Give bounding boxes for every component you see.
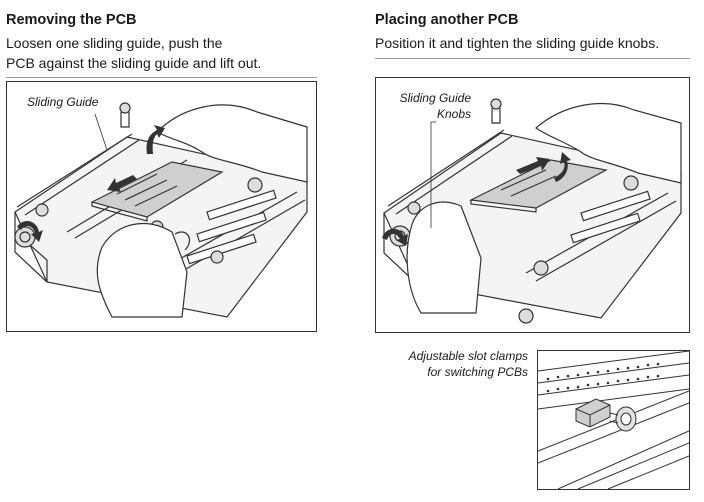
removing-pcb-illustration: Sliding Guide — [6, 81, 317, 332]
knobs-callout-line-2: Knobs — [436, 107, 471, 121]
slot-clamps-callout-line-1: Adjustable slot clamps — [408, 349, 528, 363]
sliding-guide-callout: Sliding Guide — [27, 95, 99, 109]
left-desc-line-2: PCB against the sliding guide and lift o… — [6, 55, 262, 71]
placing-pcb-illustration: Sliding Guide Knobs — [375, 77, 690, 333]
slot-clamps-callout-line-2: for switching PCBs — [427, 365, 528, 379]
left-section-title: Removing the PCB — [6, 12, 137, 28]
sliding-guide-knobs-callout: Sliding Guide Knobs — [400, 90, 471, 122]
left-desc-line-1: Loosen one sliding guide, push the — [6, 35, 223, 51]
left-section-description: Loosen one sliding guide, push the PCB a… — [6, 33, 261, 73]
placing-pcb-drawing — [382, 98, 682, 324]
removing-pcb-drawing — [14, 102, 308, 318]
right-section-description: Position it and tighten the sliding guid… — [375, 33, 659, 53]
right-divider — [375, 58, 690, 59]
knobs-callout-line-1: Sliding Guide — [399, 91, 471, 105]
left-divider — [6, 77, 317, 78]
right-desc-line-1: Position it and tighten the sliding guid… — [375, 35, 660, 51]
slot-clamps-callout: Adjustable slot clamps for switching PCB… — [409, 348, 528, 380]
right-section-title: Placing another PCB — [375, 12, 519, 28]
slot-clamps-drawing — [538, 351, 689, 489]
slot-clamps-detail-illustration — [537, 350, 690, 490]
